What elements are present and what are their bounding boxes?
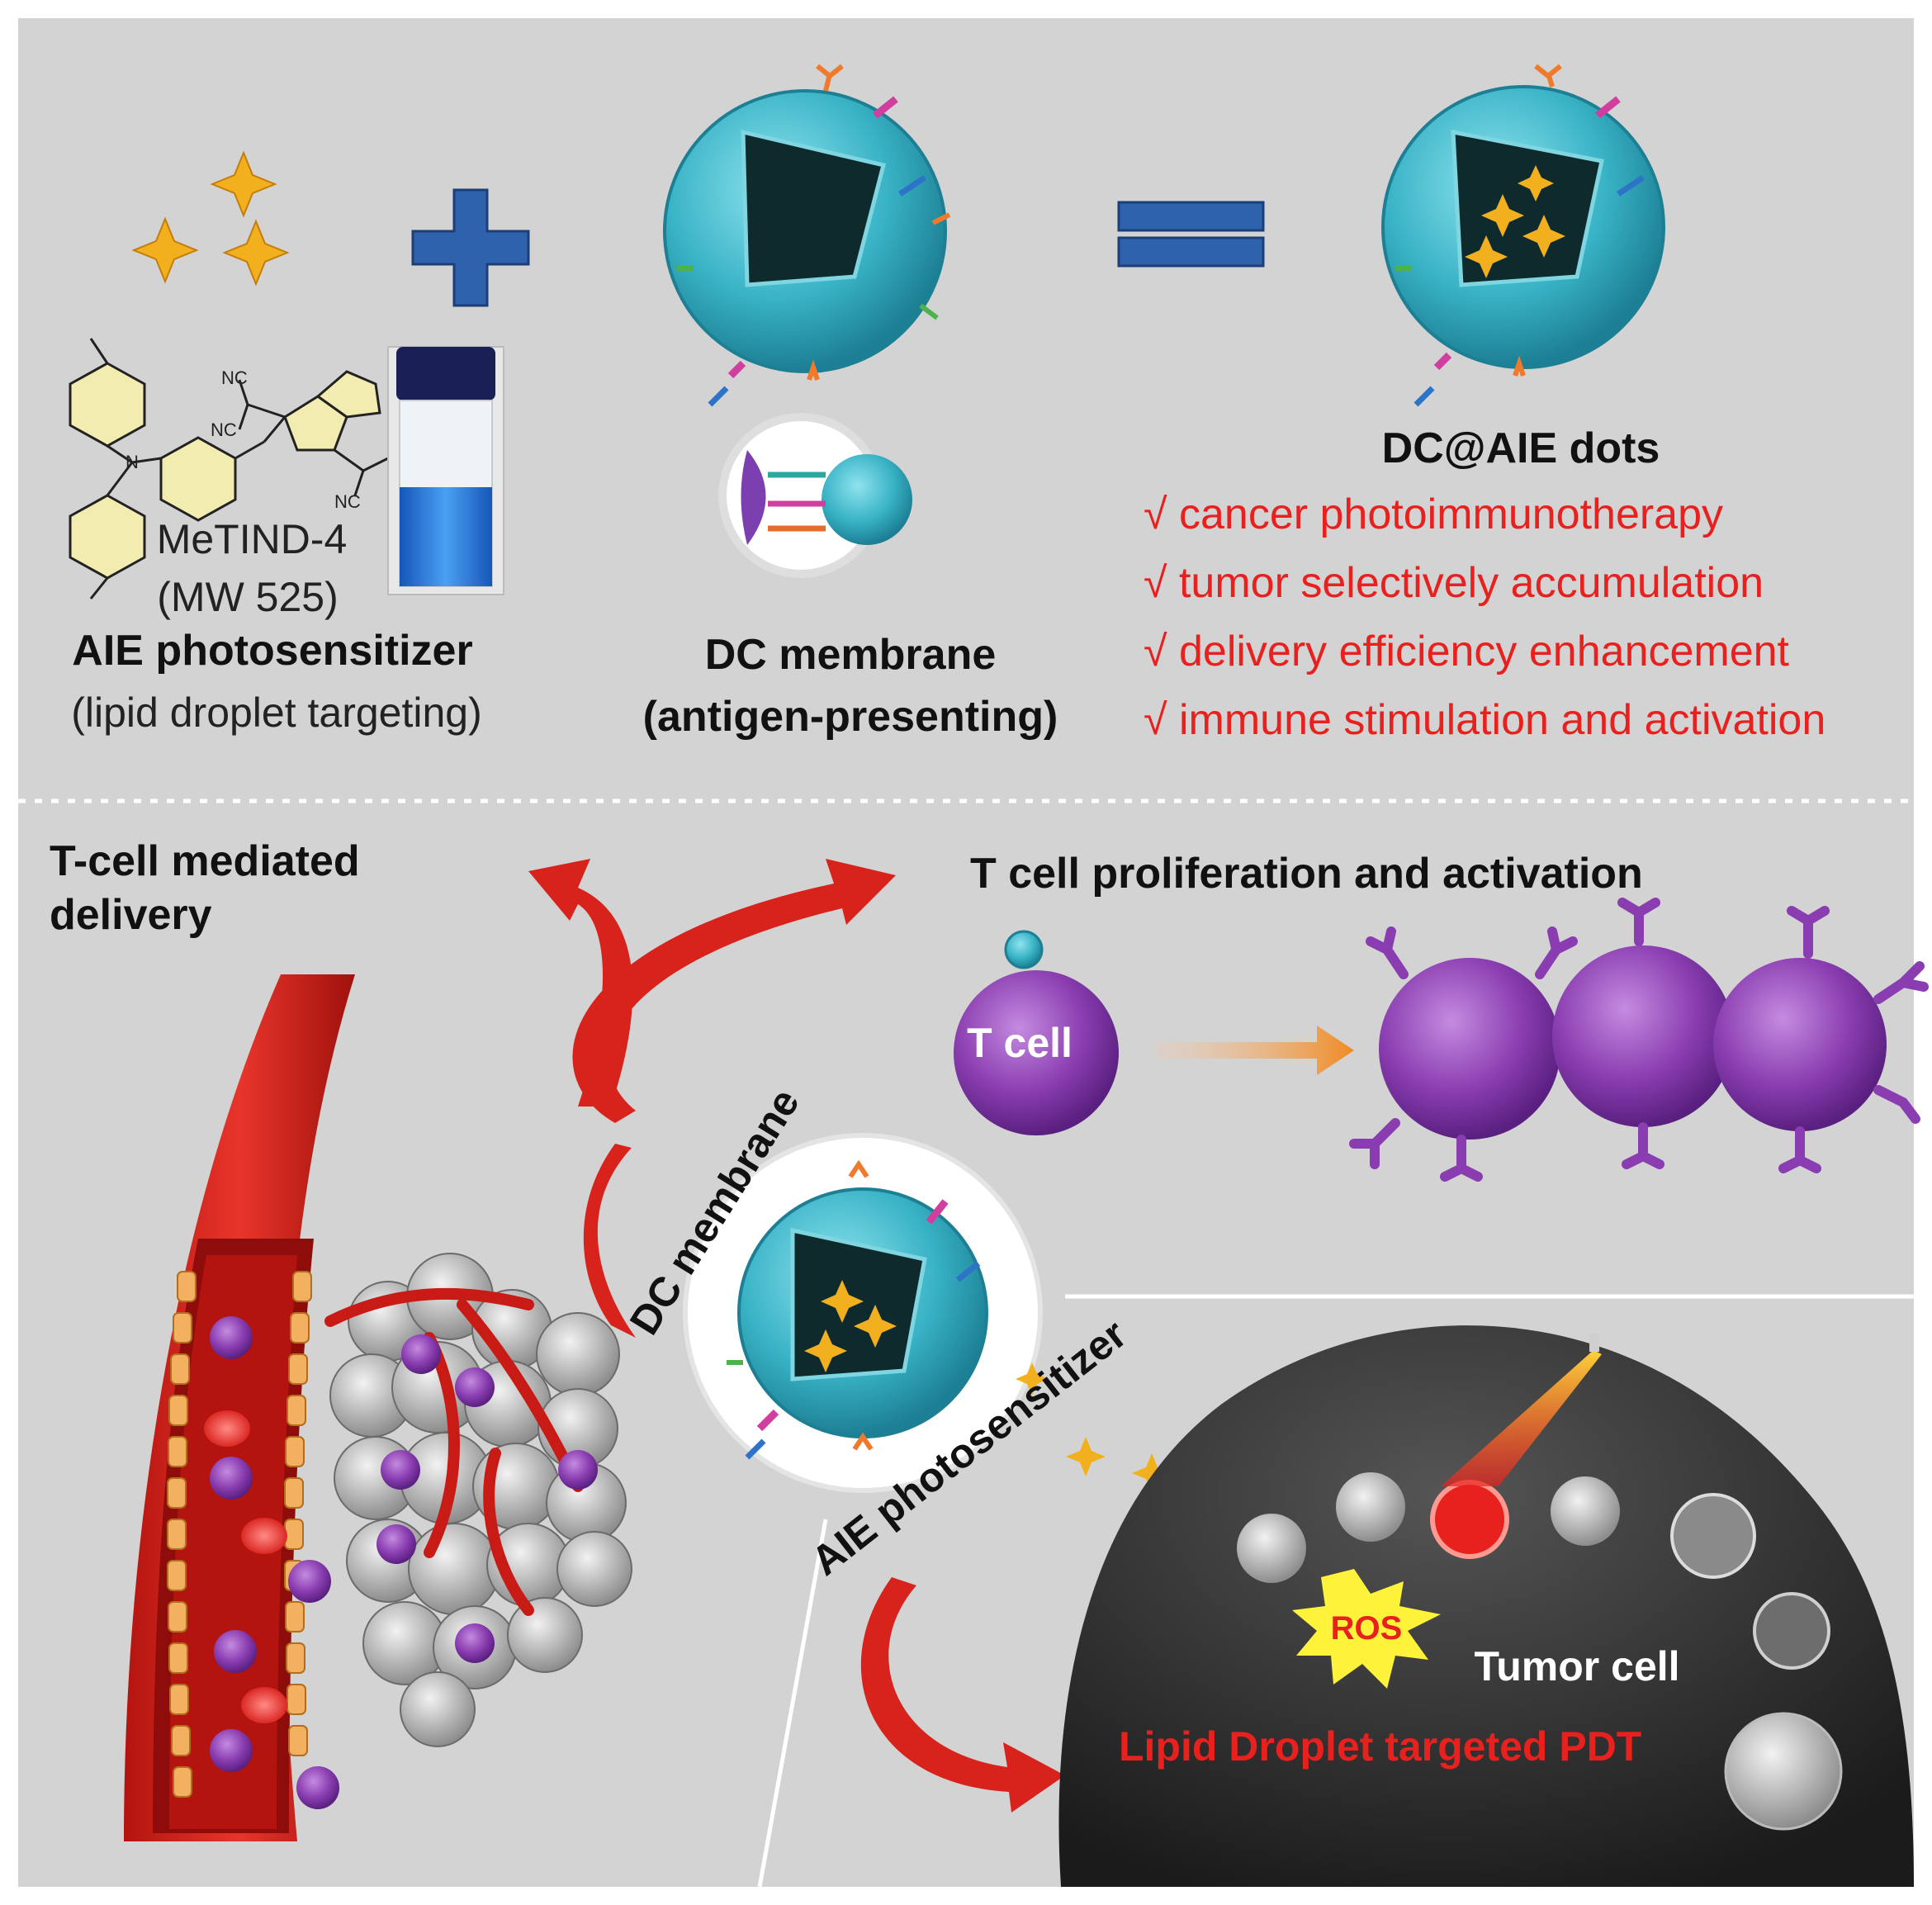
cn-label: NC [211, 419, 237, 440]
ros-label: ROS [1331, 1610, 1403, 1647]
dc-aie-dots-title: DC@AIE dots [1382, 424, 1660, 472]
blood-vessel [124, 974, 355, 1841]
indene-benzo-ring [315, 370, 381, 419]
aie-star-icon [210, 150, 277, 218]
laser-beam [1441, 1350, 1602, 1486]
benefit-item: √ cancer photoimmunotherapy [1144, 490, 1723, 538]
plus-icon [411, 188, 530, 307]
dc-membrane-subtitle: (antigen-presenting) [643, 693, 1058, 741]
aie-stars-group [131, 150, 290, 287]
dc-membrane-vesicle [663, 64, 951, 407]
t-cell-in-tumor [455, 1623, 495, 1663]
pdt-label: Lipid Droplet targeted PDT [1119, 1723, 1641, 1770]
lipid-droplet-illuminated [1430, 1480, 1509, 1559]
lipid-droplet [1551, 1476, 1620, 1546]
antigen-presenting-inset [718, 413, 912, 578]
t-cell-in-vessel [288, 1560, 331, 1603]
equals-icon [1117, 201, 1265, 268]
right-curved-arrow [572, 859, 896, 1123]
nitrogen-label: N [125, 452, 139, 472]
tumor-panel-diagonal [757, 1519, 828, 1888]
vial-image [387, 346, 504, 595]
cn-label: NC [334, 491, 361, 512]
t-cell [954, 930, 1119, 1135]
metind4-structure [69, 338, 389, 599]
aie-star-icon [1066, 1437, 1106, 1476]
red-blood-cell [241, 1687, 287, 1723]
central-dc-aie-circle [683, 1133, 1049, 1493]
lipid-droplet [1336, 1472, 1405, 1542]
dc-membrane-title: DC membrane [705, 631, 997, 679]
proliferated-t-cells [1349, 898, 1929, 1182]
t-cell-in-vessel [210, 1457, 253, 1500]
t-cell-in-tumor [381, 1450, 420, 1490]
t-cell-in-tumor [455, 1367, 495, 1407]
tumor-cell-label: Tumor cell [1474, 1643, 1679, 1689]
golgi-apparatus [1670, 1493, 1756, 1579]
t-cell-in-vessel [210, 1316, 253, 1359]
delivery-title: delivery [50, 891, 212, 939]
laser-fiber-icon [1589, 1334, 1599, 1352]
compound-mw: (MW 525) [157, 574, 338, 620]
dc-aie-dots-vesicle [1381, 64, 1665, 407]
red-blood-cell [204, 1410, 250, 1447]
aie-star-icon [131, 216, 199, 284]
red-blood-cell [241, 1518, 287, 1554]
compound-name: MeTIND-4 [157, 516, 348, 562]
proliferation-arrow [1156, 1026, 1354, 1075]
t-cell-in-vessel [210, 1729, 253, 1772]
t-cell-label: T cell [967, 1020, 1073, 1066]
t-cell-in-tumor [401, 1334, 441, 1374]
delivery-title: T-cell mediated [50, 837, 360, 885]
lower-curved-arrow [583, 1144, 636, 1338]
cn-label: NC [221, 367, 248, 388]
benefit-item: √ immune stimulation and activation [1144, 696, 1825, 744]
t-cell-in-vessel [296, 1766, 339, 1809]
benefit-item: √ tumor selectively accumulation [1144, 559, 1764, 607]
t-cell-in-vessel [214, 1630, 257, 1673]
lipid-droplet [1237, 1514, 1306, 1583]
mitochondrion [1753, 1592, 1830, 1670]
t-cell-in-tumor [376, 1524, 416, 1564]
aie-photosensitizer-title: AIE photosensitizer [72, 627, 472, 675]
tumor-cluster [324, 1253, 632, 1747]
aie-star-icon [1132, 1453, 1172, 1493]
nucleus [1724, 1712, 1843, 1831]
ros-burst [1292, 1569, 1441, 1689]
aie-photosensitizer-subtitle: (lipid droplet targeting) [71, 689, 482, 736]
t-cell-in-tumor [558, 1450, 598, 1490]
benefit-item: √ delivery efficiency enhancement [1144, 628, 1790, 675]
aie-star-icon [222, 219, 290, 287]
tumor-delivery-arrow [860, 1577, 1065, 1813]
proliferation-title: T cell proliferation and activation [970, 850, 1643, 898]
crossing-arrows [528, 859, 896, 1338]
tumor-cell [1058, 1325, 1914, 1887]
indene-five-ring [283, 395, 348, 452]
